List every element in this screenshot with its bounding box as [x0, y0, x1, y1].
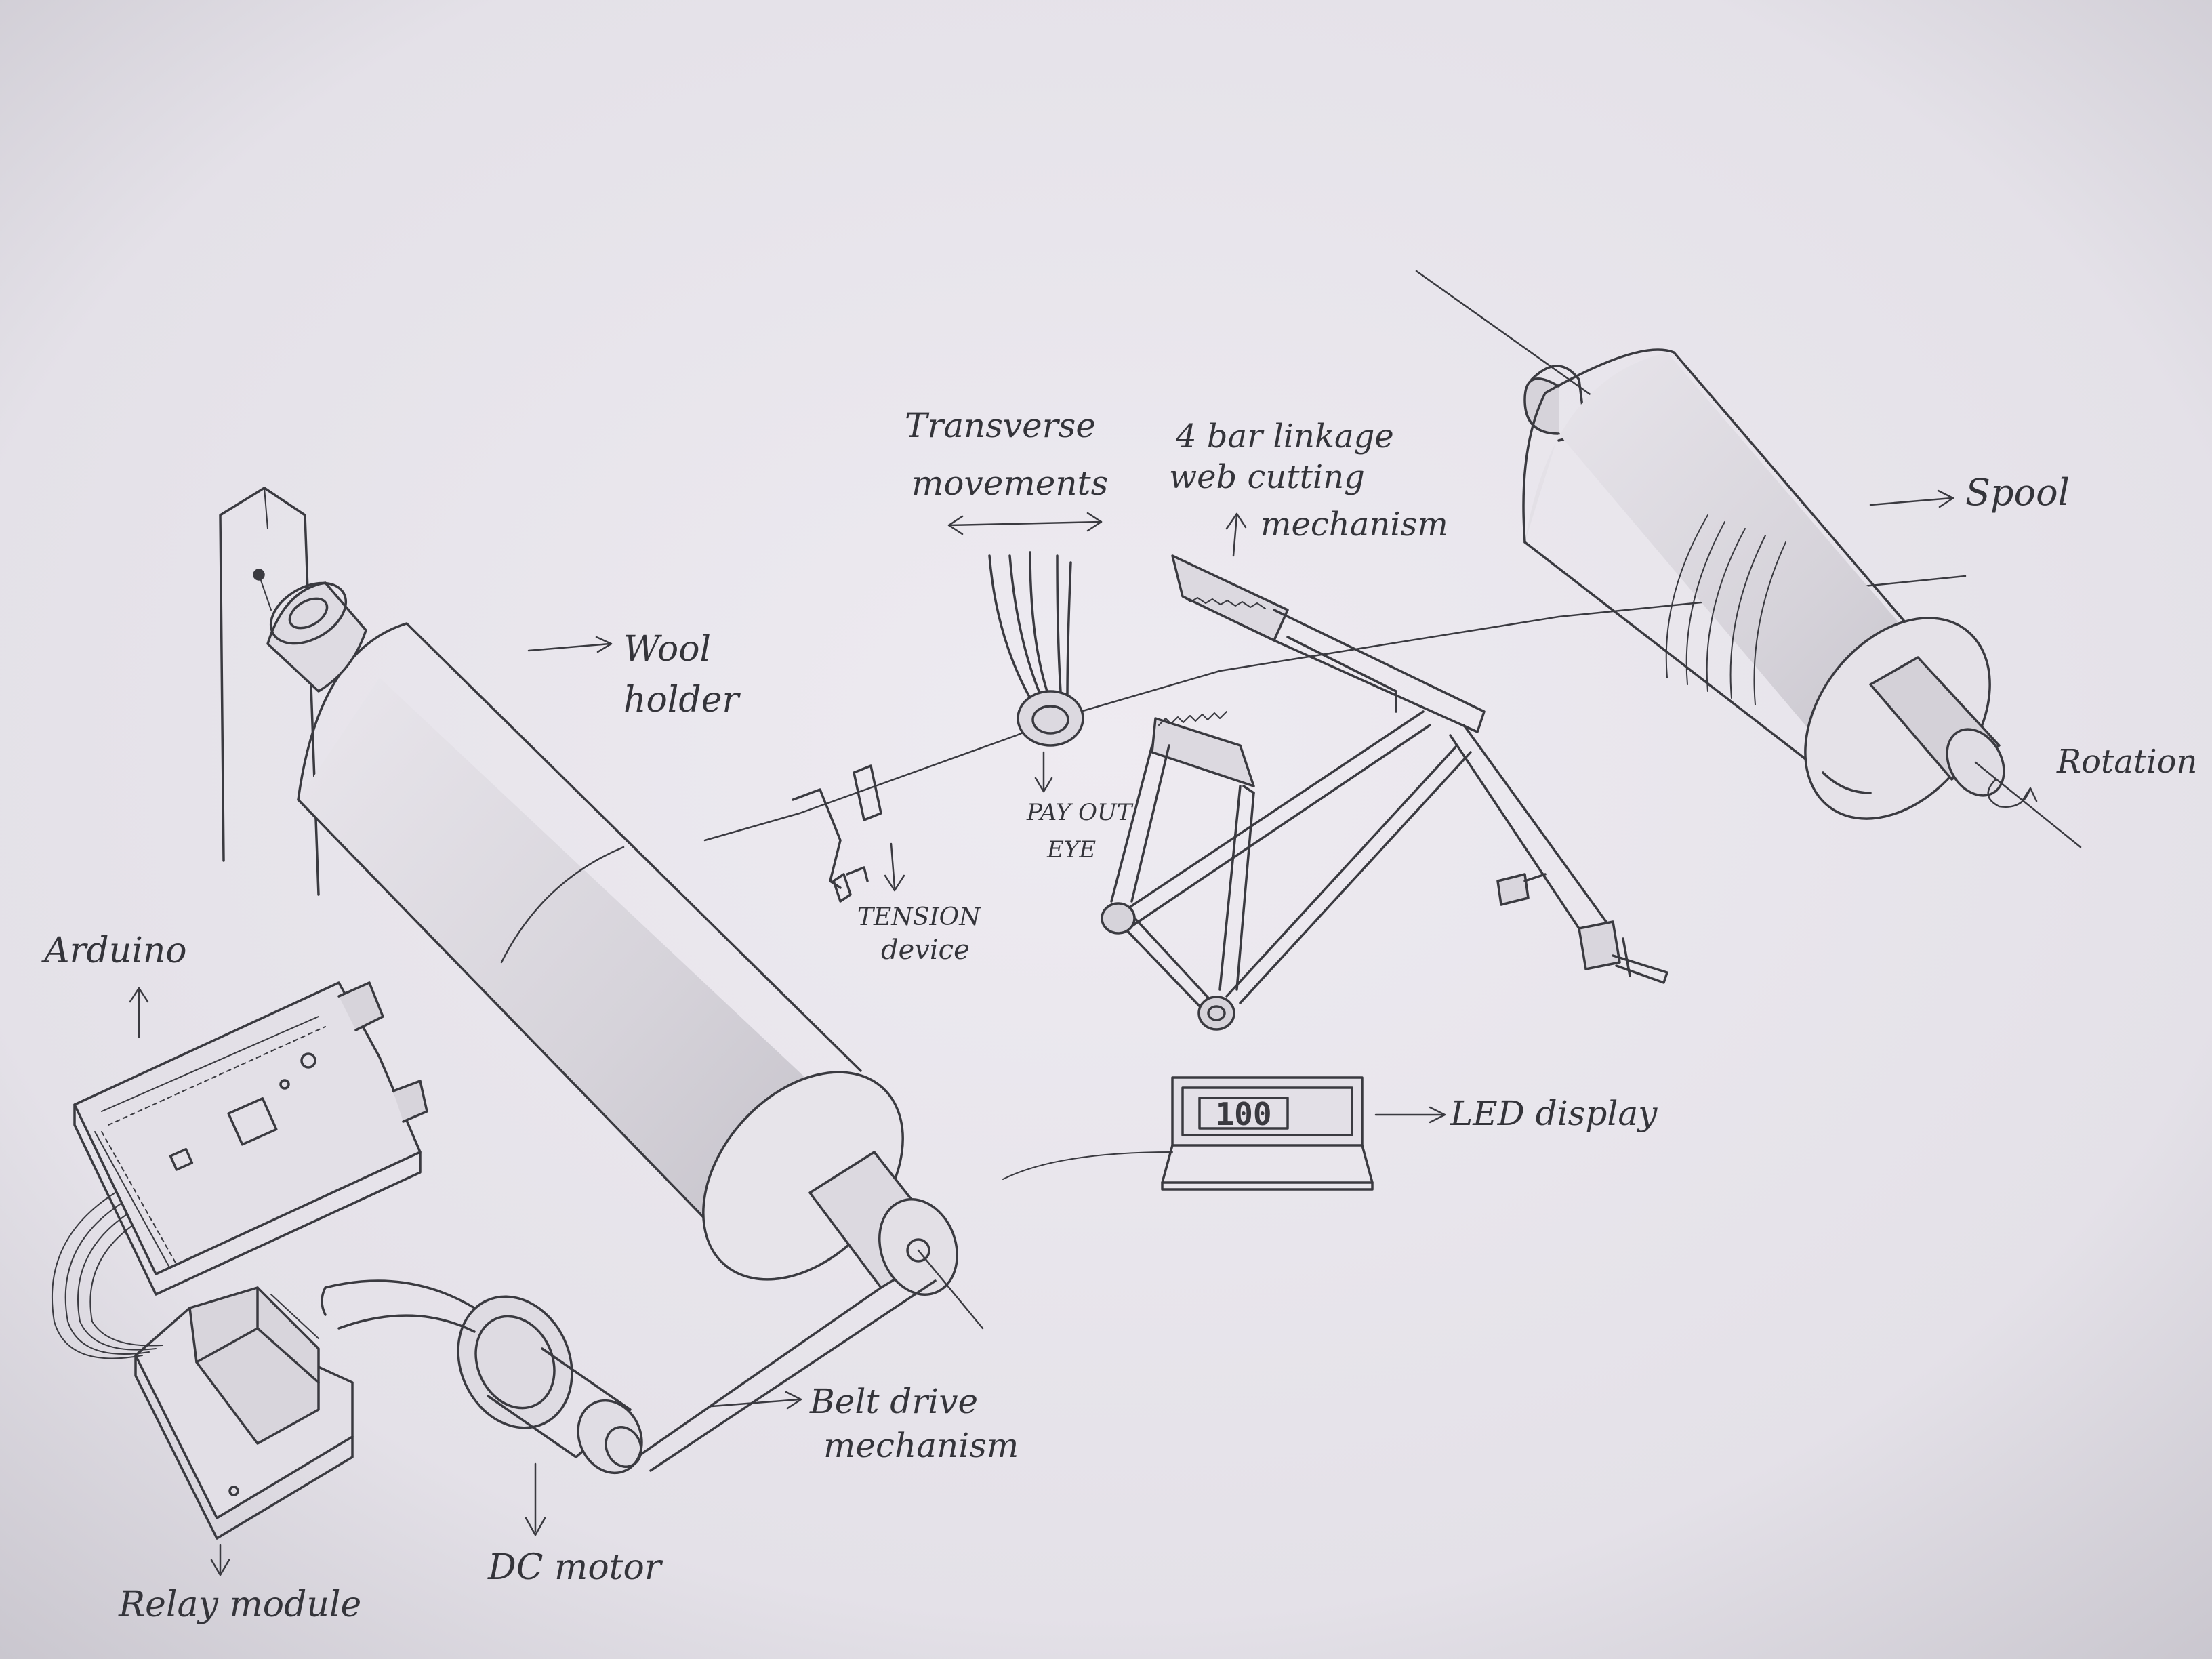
dc-motor-label: DC motor [487, 1547, 663, 1588]
belt-drive-label: Belt drive [809, 1382, 978, 1421]
wool-holder-label-2: holder [623, 680, 741, 720]
tension-label: TENSION [857, 903, 981, 931]
linkage-label: 4 bar linkage [1175, 417, 1394, 455]
transverse-label-2: movements [912, 464, 1108, 503]
tension-label-2: device [881, 935, 970, 966]
belt-drive-label-2: mechanism [823, 1426, 1019, 1465]
pay-out-eye-label: PAY OUT [1026, 799, 1134, 826]
led-display-label: LED display [1450, 1094, 1658, 1133]
pay-out-eye-label-2: EYE [1046, 836, 1096, 863]
relay-module-label: Relay module [118, 1584, 361, 1625]
rotation-label: Rotation [2056, 743, 2197, 781]
linkage-label-2: web cutting [1169, 458, 1365, 496]
transverse-label: Transverse [905, 406, 1096, 445]
linkage-label-3: mechanism [1261, 506, 1448, 544]
led-value: 100 [1215, 1096, 1271, 1132]
arduino-label: Arduino [41, 930, 187, 971]
spool-label: Spool [1965, 471, 2070, 514]
wool-holder-label: Wool [623, 629, 711, 670]
